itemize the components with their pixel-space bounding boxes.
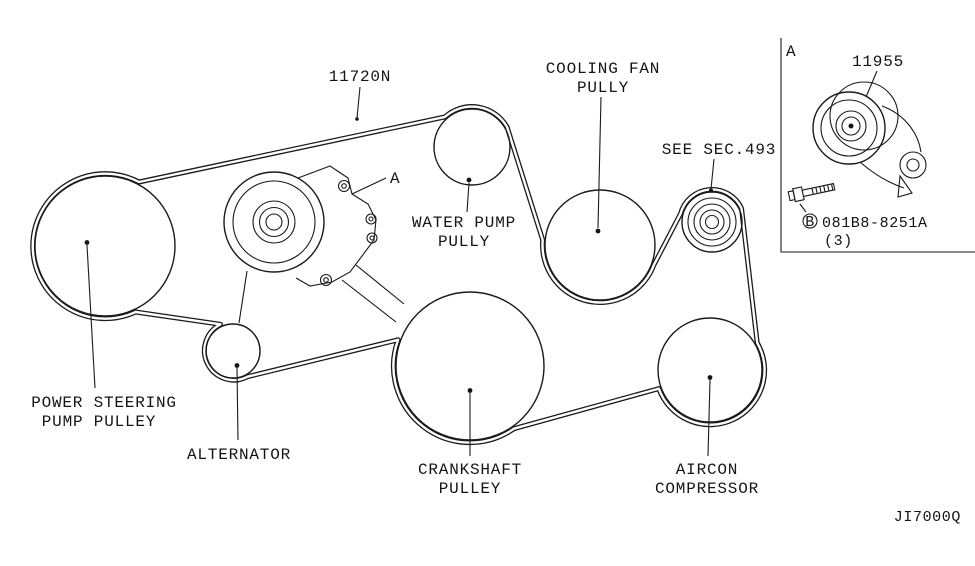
alternator-pulley — [205, 323, 261, 379]
belt-part-label: 11720N — [329, 68, 391, 86]
aircon-compressor-pulley — [657, 317, 763, 423]
cooling-fan-label-line1: COOLING FAN — [546, 60, 660, 78]
figure-code: JI7000Q — [894, 509, 961, 526]
bolt-qty-label: (3) — [824, 233, 853, 250]
bolt-ref-label: B — [805, 214, 815, 231]
tensioner-detail-drawing — [812, 81, 927, 198]
power-steering-pulley — [34, 175, 176, 317]
power-steering-label-line1: POWER STEERING — [31, 394, 177, 412]
crankshaft-label-line2: PULLEY — [439, 480, 501, 498]
pump-housing-line-2 — [355, 264, 405, 305]
pump-housing-line-1 — [341, 279, 397, 323]
tensioner-ref-label: A — [390, 170, 400, 188]
water-pump-label-line2: PULLY — [438, 233, 490, 251]
bolt-part-label: 081B8-8251A — [822, 215, 928, 232]
inset-detail: A 11955 B 081B8-8251A (3) — [780, 38, 975, 253]
labels: 11720N COOLING FAN PULLY SEE SEC.493 A W… — [31, 60, 776, 498]
crankshaft-label-line1: CRANKSHAFT — [418, 461, 522, 479]
belt-core — [31, 105, 766, 444]
leader-lines — [84, 86, 715, 457]
ref-a-leader — [351, 177, 387, 195]
water-pump-label-line1: WATER PUMP — [412, 214, 516, 232]
water-pump-pulley — [433, 108, 511, 186]
tensioner-bracket-outline — [295, 165, 377, 287]
tensioner-part-label: 11955 — [852, 53, 904, 71]
drive-belt — [30, 104, 768, 446]
inset-border — [780, 38, 975, 253]
inset-ref-label: A — [786, 43, 796, 61]
bolt-ref-circle — [802, 213, 818, 229]
alternator-label: ALTERNATOR — [187, 446, 291, 464]
pump-housing-line-3 — [238, 270, 248, 324]
belt-tensioner-assembly — [223, 165, 405, 324]
cooling-fan-pulley — [544, 189, 656, 301]
aircon-label-line1: AIRCON — [676, 461, 738, 479]
idler-see-sec-label: SEE SEC.493 — [662, 141, 776, 159]
cooling-fan-label-line2: PULLY — [577, 79, 629, 97]
power-steering-label-line2: PUMP PULLEY — [42, 413, 156, 431]
aircon-label-line2: COMPRESSOR — [655, 480, 759, 498]
idler-pulley — [681, 191, 743, 253]
tensioner-bolt-drawing — [787, 182, 836, 203]
